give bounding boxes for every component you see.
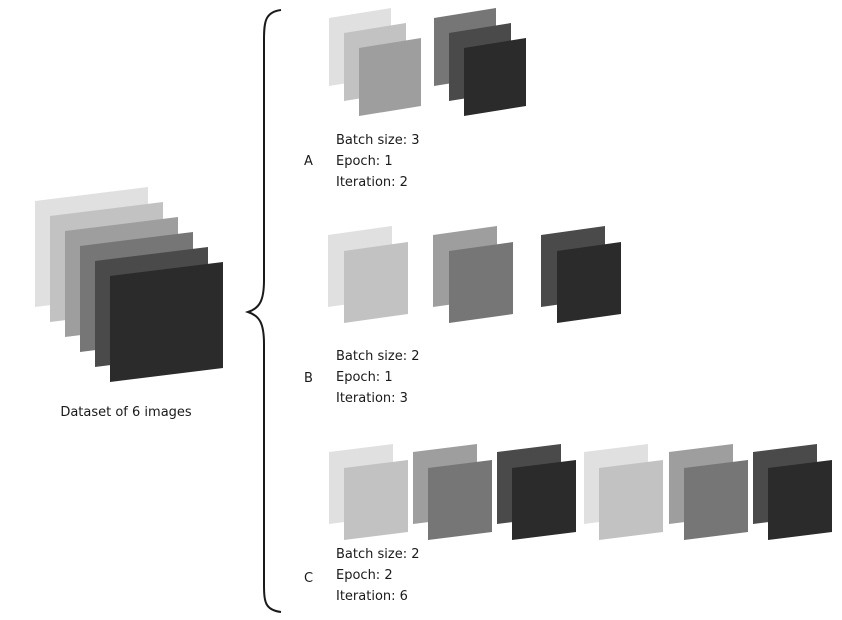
panel-a-batch-2-image-3 bbox=[464, 38, 526, 116]
panel-b-letter: B bbox=[304, 371, 313, 386]
dataset-caption: Dataset of 6 images bbox=[60, 405, 192, 420]
panel-c-batches bbox=[329, 444, 832, 540]
panel-c-batch-2-image-2 bbox=[428, 460, 492, 540]
panel-a-batch-1-image-3 bbox=[359, 38, 421, 116]
panel-c-batch-1-image-2 bbox=[344, 460, 408, 540]
grouping-brace bbox=[248, 10, 281, 612]
panel-c-batch-4-image-2 bbox=[599, 460, 663, 540]
panel-a-iteration: Iteration: 2 bbox=[336, 175, 408, 190]
panel-b-iteration: Iteration: 3 bbox=[336, 391, 408, 406]
panel-c-epoch: Epoch: 2 bbox=[336, 568, 393, 583]
panel-c-letter: C bbox=[304, 571, 313, 586]
panel-b-epoch: Epoch: 1 bbox=[336, 370, 393, 385]
panel-c-batch-size: Batch size: 2 bbox=[336, 547, 420, 562]
dataset-image-stack bbox=[35, 187, 223, 382]
dataset-image-6 bbox=[110, 262, 223, 382]
panel-c-batch-6-image-2 bbox=[768, 460, 832, 540]
panel-c-batch-5-image-2 bbox=[684, 460, 748, 540]
panel-b-batch-3-image-2 bbox=[557, 242, 621, 323]
panel-b-batches bbox=[328, 226, 621, 323]
panel-b-batch-2-image-2 bbox=[449, 242, 513, 323]
panel-b-batch-size: Batch size: 2 bbox=[336, 349, 420, 364]
panel-c-batch-3-image-2 bbox=[512, 460, 576, 540]
panel-a-batch-size: Batch size: 3 bbox=[336, 133, 420, 148]
panel-b-batch-1-image-2 bbox=[344, 242, 408, 323]
panel-a-batches bbox=[329, 8, 526, 116]
panel-a-epoch: Epoch: 1 bbox=[336, 154, 393, 169]
panel-c-iteration: Iteration: 6 bbox=[336, 589, 408, 604]
panel-a-letter: A bbox=[304, 154, 313, 169]
